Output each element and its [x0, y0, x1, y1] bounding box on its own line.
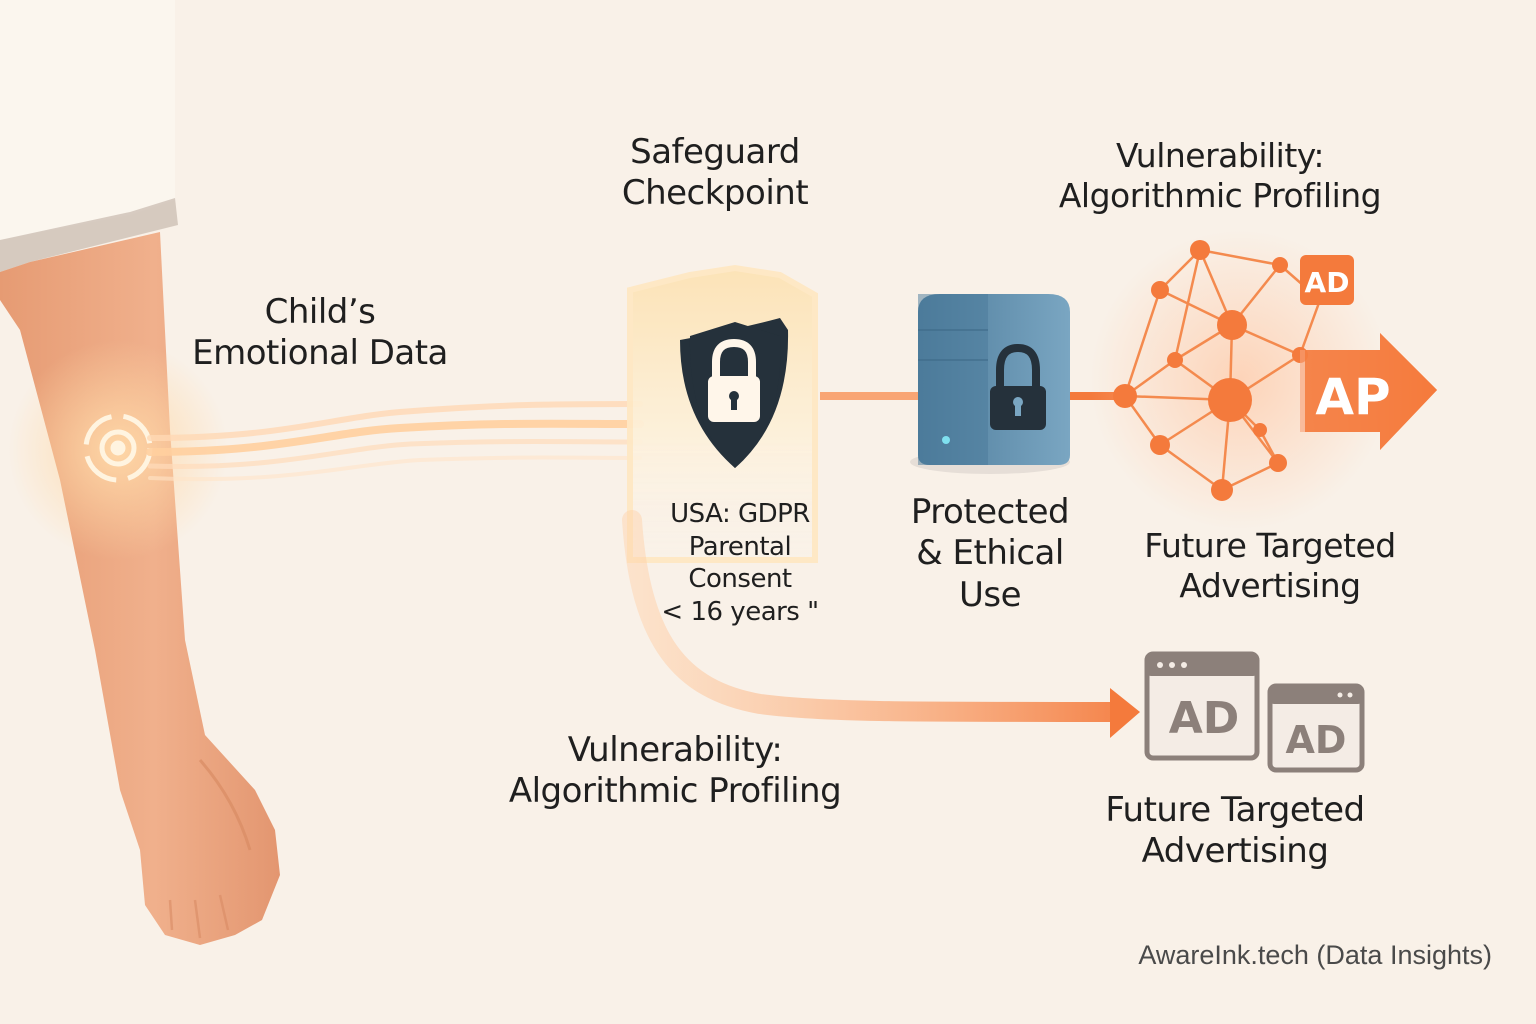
- ad-badge-text: AD: [1305, 266, 1350, 299]
- ad-window-icon: AD: [1144, 651, 1260, 761]
- ads-bottom-label: Future Targeted Advertising: [1105, 790, 1365, 872]
- lock-icon: [708, 338, 760, 422]
- window-ad-large-text: AD: [1169, 693, 1240, 744]
- server-lock-icon: [910, 294, 1070, 474]
- ap-arrow: AP: [1300, 333, 1437, 450]
- checkpoint-rule: USA: GDPR Parental Consent < 16 years ": [661, 499, 819, 627]
- ads-top-label: Future Targeted Advertising: [1144, 526, 1396, 606]
- ad-badge: AD: [1300, 255, 1354, 305]
- checkpoint-title: Safeguard Checkpoint: [621, 132, 809, 214]
- network-nodes: [1113, 240, 1308, 501]
- credit-text: AwareInk.tech (Data Insights): [1138, 940, 1492, 970]
- profiling-flow-arrow: [622, 510, 1140, 738]
- data-flow-streams: [146, 401, 644, 482]
- ad-window-icon-small: AD: [1267, 683, 1365, 773]
- ap-arrow-text: AP: [1315, 368, 1390, 426]
- sleeve: [0, 0, 178, 272]
- window-ad-small-text: AD: [1286, 718, 1347, 762]
- protected-label: Protected & Ethical Use: [910, 492, 1070, 615]
- emotional-data-label: Child’s Emotional Data: [192, 292, 448, 374]
- vulnerability-bottom-label: Vulnerability: Algorithmic Profiling: [508, 730, 842, 812]
- vulnerability-top-label: Vulnerability: Algorithmic Profiling: [1058, 136, 1382, 216]
